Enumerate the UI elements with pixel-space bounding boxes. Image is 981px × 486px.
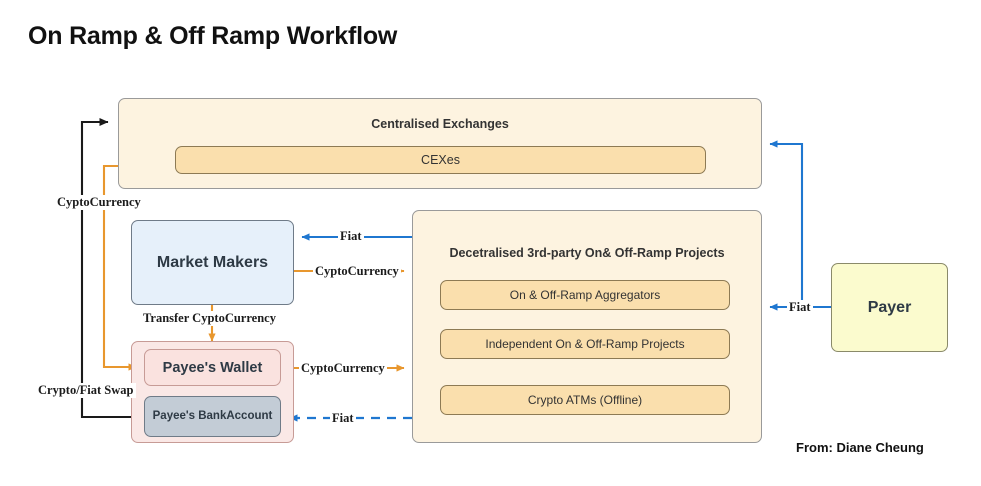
- node-payer[interactable]: Payer: [831, 263, 948, 352]
- third-party-projects-title: Decetralised 3rd-party On& Off-Ramp Proj…: [449, 246, 725, 260]
- payee-bank-account-line1: Payee's Bank: [152, 410, 227, 423]
- edge-label-fiat-bank: Fiat: [330, 411, 356, 426]
- payee-bank-account-line2: Account: [226, 410, 273, 423]
- edge-label-crypto-fiat-swap: Crypto/Fiat Swap: [36, 383, 136, 398]
- group-centralised-exchanges[interactable]: Centralised Exchanges: [118, 98, 762, 189]
- node-payee-wallet[interactable]: Payee's Wallet: [144, 349, 281, 386]
- chip-crypto-atms-offline[interactable]: Crypto ATMs (Offline): [440, 385, 730, 415]
- page-title: On Ramp & Off Ramp Workflow: [28, 22, 398, 50]
- edge-payer-to-cex: [769, 140, 804, 307]
- chip-cexes[interactable]: CEXes: [175, 146, 706, 174]
- edge-label-cryptocurrency-market-makers: CyptoCurrency: [313, 264, 401, 279]
- edge-label-transfer-cryptocurrency: Transfer CyptoCurrency: [141, 311, 278, 326]
- edge-label-cryptocurrency-left: CyptoCurrency: [55, 195, 143, 210]
- edge-label-fiat-market-makers: Fiat: [338, 229, 364, 244]
- edge-label-cryptocurrency-wallet: CyptoCurrency: [299, 361, 387, 376]
- edge-label-fiat-payer: Fiat: [787, 300, 813, 315]
- chip-on-off-ramp-aggregators[interactable]: On & Off-Ramp Aggregators: [440, 280, 730, 310]
- chip-independent-on-off-ramp-projects[interactable]: Independent On & Off-Ramp Projects: [440, 329, 730, 359]
- node-market-makers[interactable]: Market Makers: [131, 220, 294, 305]
- centralised-exchanges-title: Centralised Exchanges: [371, 117, 509, 131]
- node-payee-bank-account[interactable]: Payee's Bank Account: [144, 396, 281, 437]
- credit-line: From: Diane Cheung: [796, 440, 924, 455]
